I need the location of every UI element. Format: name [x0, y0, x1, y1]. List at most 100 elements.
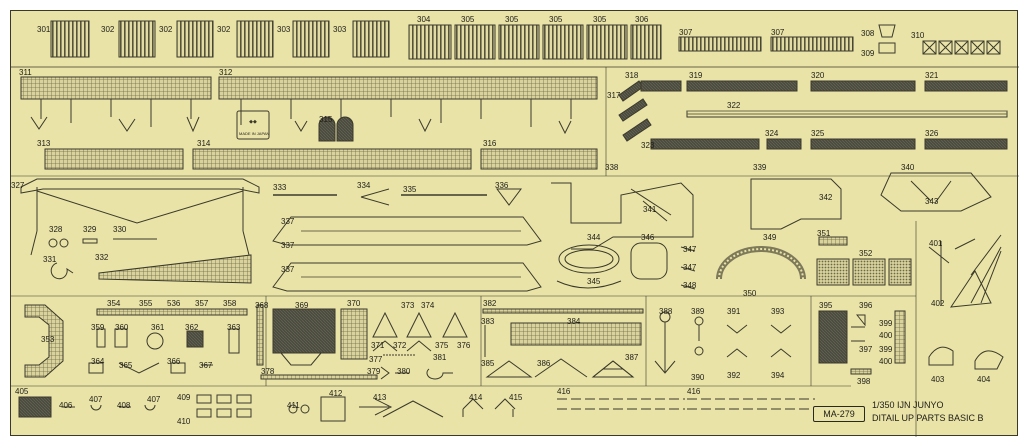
- part-label-304: 304: [417, 15, 431, 24]
- part-label-402: 402: [931, 299, 945, 308]
- part-label-355: 355: [139, 299, 153, 308]
- part-label-408: 408: [117, 401, 131, 410]
- part-label-412: 412: [329, 389, 343, 398]
- part-label-352: 352: [859, 249, 873, 258]
- part-label-322: 322: [727, 101, 741, 110]
- part-label-400: 400: [879, 357, 893, 366]
- fret-parts-drawing: ◆◆: [11, 20, 1019, 437]
- part-label-377: 377: [369, 355, 383, 364]
- part-label-315: 315: [319, 115, 333, 124]
- part-label-313: 313: [37, 139, 51, 148]
- part-label-365: 365: [119, 361, 133, 370]
- part-label-302: 302: [101, 25, 115, 34]
- part-label-346: 346: [641, 233, 655, 242]
- part-label-416: 416: [687, 387, 701, 396]
- part-label-374: 374: [421, 301, 435, 310]
- part-label-303: 303: [333, 25, 347, 34]
- part-label-331: 331: [43, 255, 57, 264]
- part-label-337: 337: [281, 265, 295, 274]
- part-label-310: 310: [911, 31, 925, 40]
- part-label-349: 349: [763, 233, 777, 242]
- part-label-384: 384: [567, 317, 581, 326]
- part-label-321: 321: [925, 71, 939, 80]
- part-label-320: 320: [811, 71, 825, 80]
- part-label-333: 333: [273, 183, 287, 192]
- part-label-312: 312: [219, 68, 233, 77]
- part-label-332: 332: [95, 253, 109, 262]
- part-label-303: 303: [277, 25, 291, 34]
- part-label-363: 363: [227, 323, 241, 332]
- part-label-375: 375: [435, 341, 449, 350]
- part-label-369: 369: [295, 301, 309, 310]
- part-label-394: 394: [771, 371, 785, 380]
- part-label-390: 390: [691, 373, 705, 382]
- part-label-305: 305: [505, 15, 519, 24]
- part-label-396: 396: [859, 301, 873, 310]
- part-label-407: 407: [89, 395, 103, 404]
- part-label-381: 381: [433, 353, 447, 362]
- part-label-307: 307: [679, 28, 693, 37]
- part-label-339: 339: [753, 163, 767, 172]
- part-label-393: 393: [771, 307, 785, 316]
- part-label-373: 373: [401, 301, 415, 310]
- part-label-388: 388: [659, 307, 673, 316]
- part-label-391: 391: [727, 307, 741, 316]
- part-label-318: 318: [625, 71, 639, 80]
- part-label-316: 316: [483, 139, 497, 148]
- part-label-302: 302: [159, 25, 173, 34]
- part-label-399: 399: [879, 319, 893, 328]
- part-label-370: 370: [347, 299, 361, 308]
- part-label-406: 406: [59, 401, 73, 410]
- part-label-329: 329: [83, 225, 97, 234]
- part-label-398: 398: [857, 377, 871, 386]
- part-label-416: 416: [557, 387, 571, 396]
- part-label-306: 306: [635, 15, 649, 24]
- part-label-308: 308: [861, 29, 875, 38]
- part-label-342: 342: [819, 193, 833, 202]
- part-label-371: 371: [371, 341, 385, 350]
- svg-text:◆◆: ◆◆: [249, 119, 257, 125]
- part-label-376: 376: [457, 341, 471, 350]
- part-label-335: 335: [403, 185, 417, 194]
- part-label-389: 389: [691, 307, 705, 316]
- part-label-395: 395: [819, 301, 833, 310]
- part-label-378: 378: [261, 367, 275, 376]
- part-label-385: 385: [481, 359, 495, 368]
- part-label-380: 380: [397, 367, 411, 376]
- part-label-305: 305: [593, 15, 607, 24]
- part-label-305: 305: [549, 15, 563, 24]
- part-label-311: 311: [19, 68, 32, 77]
- part-label-399: 399: [879, 345, 893, 354]
- part-label-368: 368: [255, 301, 269, 310]
- part-label-382: 382: [483, 299, 497, 308]
- part-label-372: 372: [393, 341, 407, 350]
- sheet-scale-title: 1/350 IJN JUNYO: [872, 400, 944, 410]
- part-label-309: 309: [861, 49, 875, 58]
- part-label-367: 367: [199, 361, 213, 370]
- part-label-379: 379: [367, 367, 381, 376]
- part-label-397: 397: [859, 345, 873, 354]
- part-label-364: 364: [91, 357, 105, 366]
- part-label-358: 358: [223, 299, 237, 308]
- part-label-307: 307: [771, 28, 785, 37]
- part-label-301: 301: [37, 25, 51, 34]
- part-label-405: 405: [15, 387, 29, 396]
- part-label-347: 347: [683, 245, 697, 254]
- part-label-317: 317: [607, 91, 621, 100]
- part-label-386: 386: [537, 359, 551, 368]
- part-label-305: 305: [461, 15, 475, 24]
- part-label-314: 314: [197, 139, 211, 148]
- part-label-319: 319: [689, 71, 703, 80]
- part-label-353: 353: [41, 335, 55, 344]
- part-label-337: 337: [281, 217, 295, 226]
- part-label-362: 362: [185, 323, 199, 332]
- part-label-409: 409: [177, 393, 191, 402]
- part-label-392: 392: [727, 371, 741, 380]
- part-label-350: 350: [743, 289, 757, 298]
- product-code-badge: MA-279: [813, 406, 865, 422]
- part-label-536: 536: [167, 299, 181, 308]
- part-label-345: 345: [587, 277, 601, 286]
- part-label-334: 334: [357, 181, 371, 190]
- maker-mark: MADE IN JAPAN: [239, 131, 270, 136]
- part-label-359: 359: [91, 323, 105, 332]
